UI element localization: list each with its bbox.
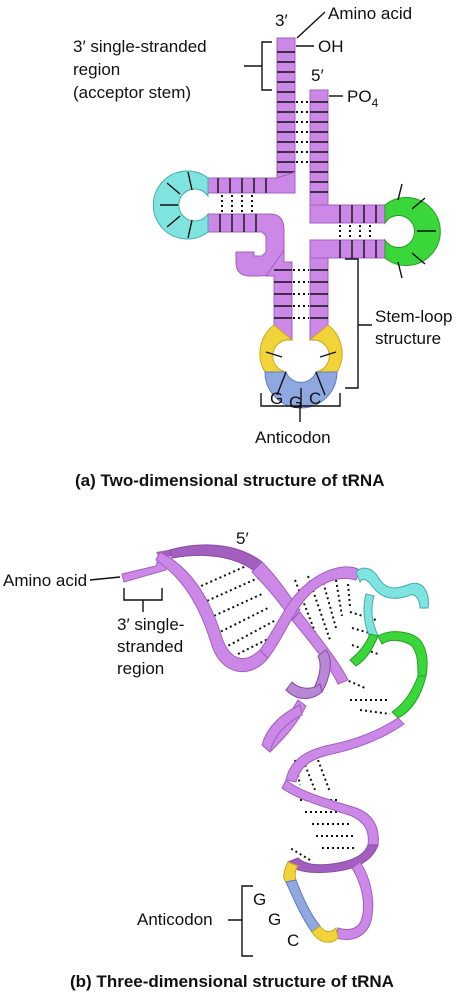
label-3prime-end: 3′ (275, 11, 288, 30)
label-single-strand-line-2: region (73, 60, 120, 79)
label-single-strand-3d-1: 3′ single- (117, 615, 184, 634)
ribbon-anticodon-arm (281, 717, 405, 940)
label-po4: PO4 (347, 87, 379, 110)
label-amino-acid-3d: Amino acid (3, 571, 87, 590)
caption-a: (a) Two-dimensional structure of tRNA (75, 471, 384, 490)
acceptor-5prime-strand (309, 89, 329, 206)
anticodon-3d-base-1: G (253, 890, 266, 909)
d-arm (207, 171, 296, 277)
t-arm (309, 204, 386, 263)
label-5prime-3d: 5′ (236, 529, 249, 548)
label-single-strand-line-1: 3′ single-stranded (73, 37, 207, 56)
d-loop (152, 170, 209, 240)
acceptor-stem-base-pairs (296, 101, 309, 163)
anticodon-3d-base-2: G (268, 910, 281, 929)
ribbon-middle (261, 611, 349, 753)
acceptor-strand-ticks (277, 51, 328, 193)
label-5prime-end: 5′ (311, 66, 324, 85)
label-single-strand-3d-3: region (117, 659, 164, 678)
label-stem-loop-1: Stem-loop (375, 307, 452, 326)
single-strand-bracket (244, 41, 272, 91)
label-single-strand-line-3: (acceptor stem) (73, 83, 191, 102)
ribbon-t-loop (349, 631, 428, 719)
anticodon-bracket (260, 393, 341, 422)
anticodon-loop (259, 324, 343, 409)
label-anticodon: Anticodon (255, 428, 331, 447)
label-amino-acid: Amino acid (328, 4, 412, 23)
ribbon-acceptor-helix (155, 544, 361, 673)
anticodon-base-3: C (309, 389, 321, 408)
ribbon-anticodon-loop (283, 861, 339, 943)
label-stem-loop-2: structure (375, 329, 441, 348)
acceptor-3prime-strand (276, 37, 296, 189)
label-anticodon-3d: Anticodon (137, 910, 213, 929)
anticodon-stem (265, 248, 329, 341)
anticodon-base-2: G (289, 393, 302, 412)
stem-loop-bracket (345, 258, 372, 389)
panel-a-2d-structure: G G C 3′ Amino acid OH 5′ PO4 3′ single-… (73, 4, 452, 490)
label-single-strand-3d-2: stranded (117, 637, 183, 656)
anticodon-bracket-3d (228, 885, 253, 957)
anticodon-base-1: G (270, 389, 283, 408)
anticodon-3d-base-3: C (287, 931, 299, 950)
panel-b-3d-structure: G G C 5′ Amino acid 3′ single- stranded … (3, 529, 429, 991)
single-strand-bracket-3d (123, 588, 163, 612)
t-loop (384, 183, 441, 279)
ribbon-d-loop (355, 567, 429, 639)
caption-b: (b) Three-dimensional structure of tRNA (70, 972, 394, 991)
label-oh: OH (318, 37, 344, 56)
